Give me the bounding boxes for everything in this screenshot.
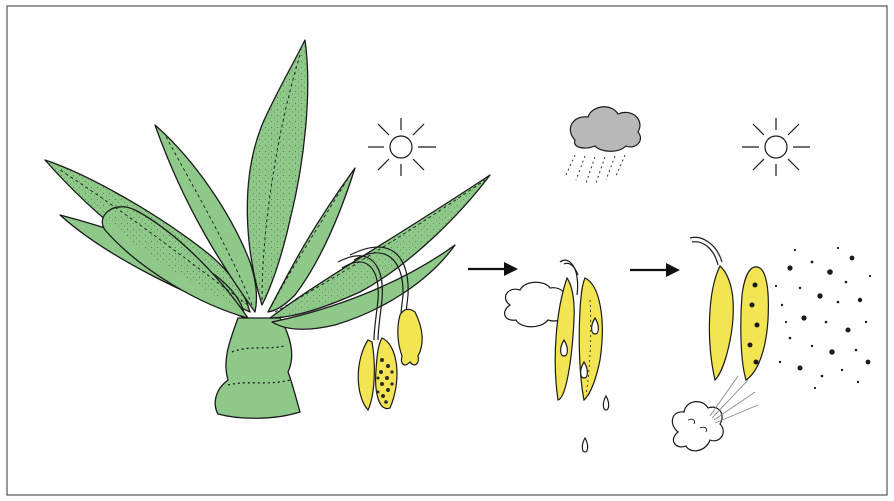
illustration-svg bbox=[0, 0, 894, 501]
figure bbox=[0, 0, 894, 501]
